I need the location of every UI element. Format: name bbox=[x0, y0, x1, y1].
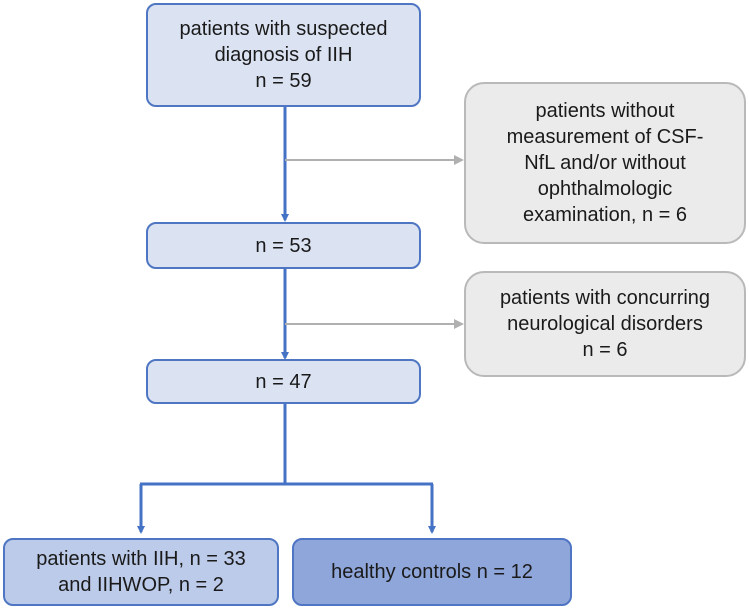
box-suspected-line-2: diagnosis of IIH bbox=[214, 44, 353, 66]
box-suspected-line-1: patients with suspected bbox=[179, 18, 388, 40]
box-excluded-csf-line-4: ophthalmologic bbox=[537, 178, 673, 200]
box-excluded-csf-line-3: NfL and/or without bbox=[524, 152, 686, 174]
box-suspected-diagnosis: patients with suspected diagnosis of IIH… bbox=[146, 3, 421, 107]
box-excluded-csf-line-1: patients without bbox=[535, 100, 675, 122]
box-iih-patients: patients with IIH, n = 33 and IIHWOP, n … bbox=[3, 538, 279, 606]
box-n47-label: n = 47 bbox=[255, 370, 312, 393]
box-excluded-csf-line-5: examination, n = 6 bbox=[523, 204, 687, 226]
box-iih-line-2: and IIHWOP, n = 2 bbox=[58, 574, 224, 596]
box-excluded-neuro-line-3: n = 6 bbox=[582, 339, 628, 361]
box-excluded-neuro-line-1: patients with concurring bbox=[499, 287, 711, 309]
box-n53: n = 53 bbox=[146, 222, 421, 269]
box-excluded-neuro: patients with concurring neurological di… bbox=[464, 271, 746, 377]
box-n53-label: n = 53 bbox=[255, 234, 312, 257]
box-n47: n = 47 bbox=[146, 359, 421, 404]
box-suspected-line-3: n = 59 bbox=[255, 70, 312, 92]
box-excluded-neuro-line-2: neurological disorders bbox=[507, 313, 703, 335]
box-controls-label: healthy controls n = 12 bbox=[331, 561, 533, 583]
box-excluded-no-csf: patients without measurement of CSF- NfL… bbox=[464, 82, 746, 244]
box-excluded-csf-line-2: measurement of CSF- bbox=[506, 126, 704, 148]
box-iih-line-1: patients with IIH, n = 33 bbox=[36, 548, 246, 570]
box-healthy-controls: healthy controls n = 12 bbox=[292, 538, 572, 606]
